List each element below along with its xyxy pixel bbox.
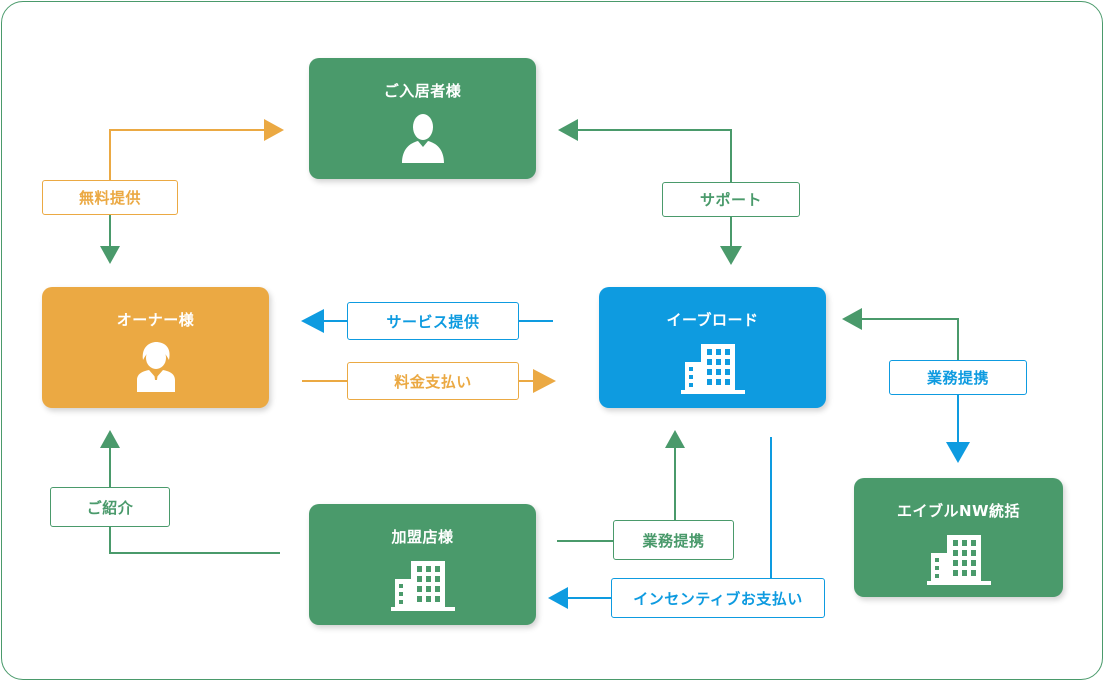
arrowhead-to-owner-top <box>100 246 120 264</box>
arrowhead-to-resident <box>264 119 284 141</box>
arrowhead-service-to-owner <box>301 309 324 333</box>
introduction-connector <box>109 444 280 554</box>
label-fee-payment: 料金支払い <box>347 362 519 400</box>
building-icon <box>680 340 745 398</box>
label-business-alliance-aible: 業務提携 <box>889 360 1027 395</box>
incentive-connector <box>562 437 772 599</box>
building-icon <box>390 557 455 615</box>
node-franchise-label: 加盟店様 <box>391 528 454 546</box>
label-support: サポート <box>662 182 800 217</box>
node-owner: オーナー様 <box>42 287 269 408</box>
node-aible-label: エイブルNW統括 <box>896 502 1021 520</box>
arrowhead-to-resident-right <box>558 119 578 141</box>
node-resident: ご入居者様 <box>309 58 536 179</box>
arrowhead-incentive-to-franchise <box>548 587 568 609</box>
node-ebroad: イーブロード <box>599 287 826 408</box>
node-ebroad-label: イーブロード <box>666 311 759 329</box>
arrowhead-alliance-to-ebroad <box>842 308 862 330</box>
arrowhead-alliance-to-ebroad-bottom <box>665 430 685 448</box>
label-incentive-payment: インセンティブお支払い <box>611 578 825 618</box>
arrowhead-intro-to-owner <box>100 430 120 448</box>
arrowhead-to-aible <box>946 442 970 463</box>
businessperson-icon <box>135 340 177 396</box>
label-service-provision: サービス提供 <box>347 302 519 340</box>
label-free-provision: 無料提供 <box>42 180 178 215</box>
arrowhead-to-ebroad-top <box>720 246 742 265</box>
arrowhead-fee-to-ebroad <box>533 369 556 393</box>
person-silhouette-icon <box>400 111 446 167</box>
node-aible: エイブルNW統括 <box>854 478 1063 597</box>
label-introduction: ご紹介 <box>50 487 170 527</box>
node-owner-label: オーナー様 <box>116 311 195 329</box>
node-resident-label: ご入居者様 <box>383 82 462 100</box>
label-business-alliance-franchise: 業務提携 <box>613 520 734 560</box>
node-franchise: 加盟店様 <box>309 504 536 625</box>
building-icon <box>926 531 991 589</box>
